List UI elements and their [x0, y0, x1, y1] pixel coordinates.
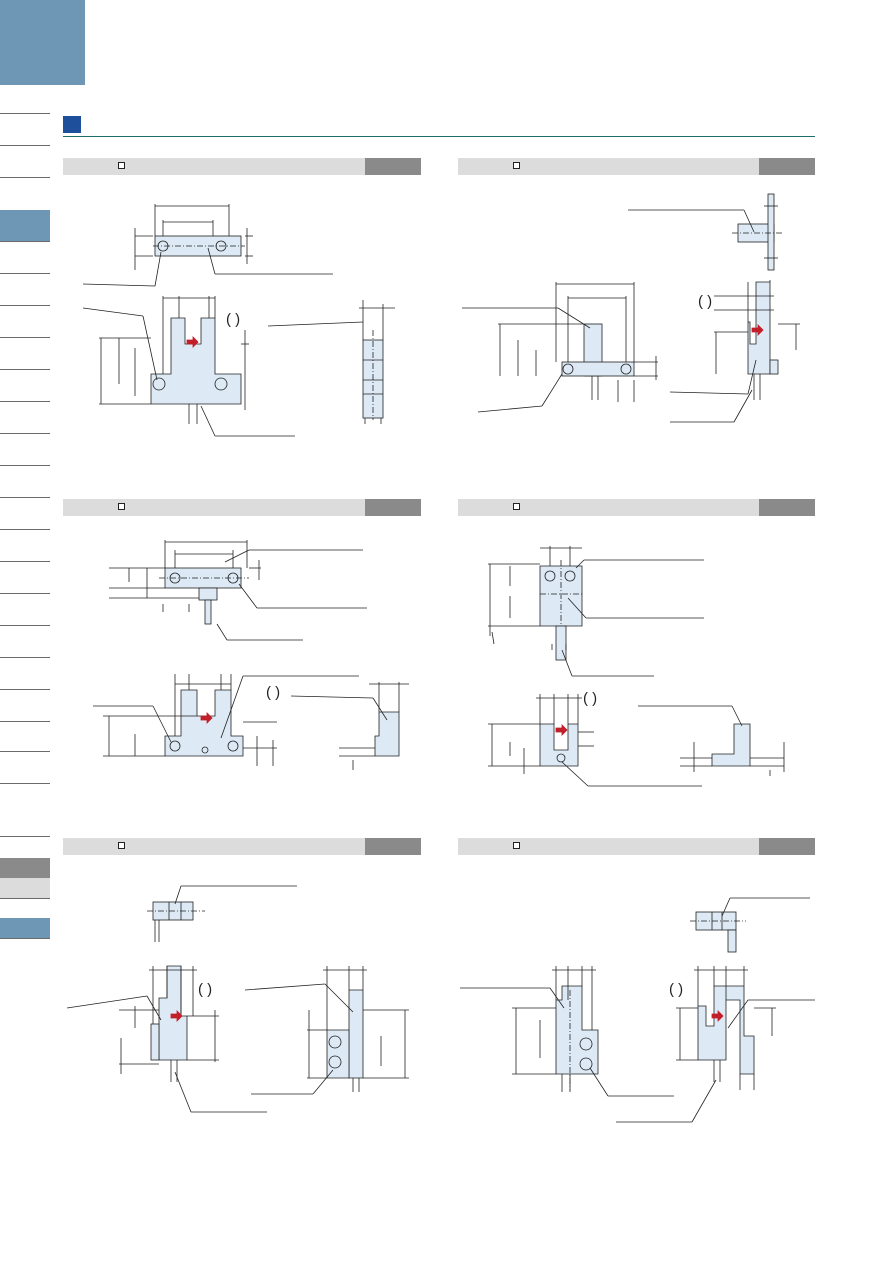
blue-square-icon — [63, 116, 81, 133]
panel-3-drawing — [63, 520, 421, 820]
panel-header-3 — [63, 499, 421, 516]
sidebar-rule — [0, 465, 50, 466]
sidebar-rule — [0, 625, 50, 626]
sidebar-tab-blue[interactable] — [0, 918, 50, 938]
sidebar-rule — [0, 177, 50, 178]
sidebar-rule — [0, 305, 50, 306]
sidebar-rule — [0, 113, 50, 114]
sidebar-rule — [0, 783, 50, 784]
sidebar-tab-dark[interactable] — [0, 858, 50, 878]
checkbox-icon — [513, 162, 520, 169]
checkbox-icon — [118, 503, 125, 510]
panel-4-paren-label: ( ) — [583, 690, 598, 707]
sidebar-rule — [0, 561, 50, 562]
panel-4-drawing — [458, 520, 815, 820]
sidebar-rule — [0, 529, 50, 530]
red-arrow-icon — [711, 1010, 724, 1022]
sidebar-rule — [0, 337, 50, 338]
panel-tag — [759, 499, 815, 516]
sidebar-rule — [0, 836, 50, 837]
panel-tag — [365, 838, 421, 855]
panel-6-drawing — [458, 860, 815, 1160]
checkbox-icon — [118, 162, 125, 169]
sidebar-rule — [0, 273, 50, 274]
corner-brand-block — [0, 0, 85, 85]
panel-header-5 — [63, 838, 421, 855]
panel-3-paren-label: ( ) — [266, 684, 281, 701]
panel-1-paren-label: ( ) — [226, 311, 241, 328]
panel-2-drawing — [458, 180, 815, 470]
panel-1-drawing — [63, 180, 421, 470]
panel-header-2 — [458, 158, 815, 175]
section-rule — [63, 136, 815, 137]
panel-header-1 — [63, 158, 421, 175]
sidebar-tab-light[interactable] — [0, 878, 50, 898]
checkbox-icon — [513, 842, 520, 849]
panel-header-6 — [458, 838, 815, 855]
sidebar-rule — [0, 938, 50, 939]
red-arrow-icon — [555, 724, 568, 736]
red-arrow-icon — [170, 1010, 183, 1022]
sidebar-rule — [0, 898, 50, 899]
sidebar-rule — [0, 657, 50, 658]
sidebar-rule — [0, 751, 50, 752]
panel-tag — [759, 838, 815, 855]
sidebar-rule — [0, 721, 50, 722]
red-arrow-icon — [751, 324, 764, 336]
panel-tag — [365, 499, 421, 516]
panel-header-4 — [458, 499, 815, 516]
sidebar-rule — [0, 689, 50, 690]
panel-6-paren-label: ( ) — [669, 981, 684, 998]
sidebar-rule — [0, 401, 50, 402]
panel-5-paren-label: ( ) — [198, 981, 213, 998]
checkbox-icon — [118, 842, 125, 849]
sidebar-rule — [0, 241, 50, 242]
sidebar-tab-active[interactable] — [0, 210, 50, 241]
panel-5-drawing — [63, 860, 421, 1160]
red-arrow-icon — [200, 712, 213, 724]
sidebar-rule — [0, 433, 50, 434]
sidebar-rule — [0, 497, 50, 498]
red-arrow-icon — [186, 336, 199, 348]
checkbox-icon — [513, 503, 520, 510]
sidebar-rule — [0, 593, 50, 594]
sidebar-rule — [0, 145, 50, 146]
panel-tag — [365, 158, 421, 175]
sidebar-rule — [0, 369, 50, 370]
panel-tag — [759, 158, 815, 175]
panel-2-paren-label: ( ) — [698, 293, 713, 310]
